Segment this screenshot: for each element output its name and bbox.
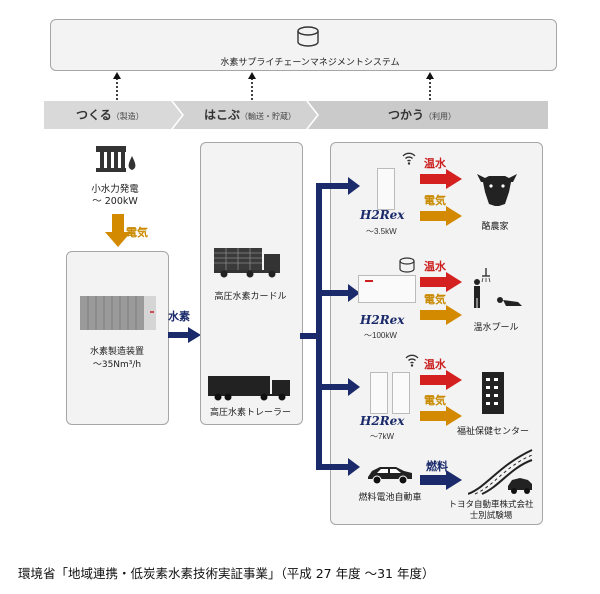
fuel-label: 燃料	[426, 460, 448, 473]
unit-capacity-2: ～100kW	[364, 331, 397, 340]
electricity-arrow-1	[420, 206, 462, 226]
target-label-1: 酪農家	[481, 222, 509, 232]
fuel-cell-unit-3a	[370, 372, 388, 414]
unit-capacity-1: ～3.5kW	[366, 227, 397, 236]
phase-transport: はこぶ（輸送・貯蔵）	[204, 108, 297, 122]
fuel-cell-unit-3b	[392, 372, 410, 414]
phase-use-chevron	[308, 101, 548, 129]
hydro-label: 小水力発電～ 200kW	[91, 184, 139, 207]
target-label-3: 福祉保健センター	[456, 427, 529, 437]
electricity-down-arrow	[105, 214, 131, 247]
distribution-arrows	[300, 177, 360, 476]
hot-water-arrow-3	[420, 370, 462, 390]
fuel-cell-unit-2	[358, 275, 416, 303]
hot-water-label-1: 温水	[424, 157, 446, 170]
wifi-icon-1	[402, 152, 416, 165]
hot-water-arrow-1	[420, 169, 462, 189]
h2rex-brand-3: H2Rex	[360, 414, 405, 428]
trailer-label: 高圧水素トレーラー	[209, 408, 291, 418]
swimming-pool-icon	[474, 268, 522, 308]
production-label: 水素製造装置～35Nm³/h	[89, 347, 144, 370]
electricity-arrow-2	[420, 305, 462, 325]
hydrogen-arrow	[168, 327, 201, 343]
phase-use: つかう（利用）	[388, 108, 457, 122]
trailer-truck-icon	[208, 376, 290, 401]
database-icon	[297, 26, 319, 47]
phase-banner	[44, 101, 548, 129]
management-system-label: 水素サプライチェーンマネジメントシステム	[220, 58, 400, 68]
hydro-power-icon	[96, 146, 136, 172]
phase-make-chevron	[44, 101, 182, 129]
phase-transport-chevron	[173, 101, 317, 129]
electricity-label-1: 電気	[424, 194, 446, 207]
hot-water-label-2: 温水	[424, 260, 446, 273]
fuel-cell-car-icon	[368, 467, 412, 485]
wifi-icon-3	[405, 354, 419, 367]
unit-2-indicator	[365, 280, 373, 282]
unit-capacity-3: ～7kW	[370, 432, 394, 441]
production-box	[66, 251, 169, 425]
fcv-label: 燃料電池自動車	[358, 493, 422, 503]
h2rex-brand-1: H2Rex	[360, 208, 405, 222]
electricity-arrow-3	[420, 406, 462, 426]
project-caption: 環境省「地域連携・低炭素水素技術実証事業」（平成 27 年度 ～31 年度）	[18, 566, 435, 581]
electricity-label-2: 電気	[424, 293, 446, 306]
database-icon-2	[399, 257, 415, 273]
electrolyzer-icon	[80, 296, 156, 330]
target-label-2: 温水プール	[473, 323, 519, 333]
curdle-truck-icon	[214, 248, 280, 278]
fuel-arrow	[420, 470, 462, 490]
h2rex-brand-2: H2Rex	[360, 313, 405, 327]
curdle-label: 高圧水素カードル	[214, 292, 287, 302]
hot-water-arrow-2	[420, 272, 462, 292]
phase-make: つくる（製造）	[76, 108, 144, 122]
electricity-label-3: 電気	[424, 394, 446, 407]
test-course-icon	[468, 449, 533, 495]
use-box	[330, 142, 543, 525]
electricity-label-main: 電気	[126, 226, 148, 239]
fuel-cell-unit-1	[377, 168, 395, 210]
cow-icon	[477, 174, 517, 206]
hot-water-label-3: 温水	[424, 358, 446, 371]
hydrogen-label: 水素	[168, 310, 190, 323]
building-icon	[482, 372, 504, 414]
test-site-label: トヨタ自動車株式会社士別試験場	[448, 500, 534, 521]
